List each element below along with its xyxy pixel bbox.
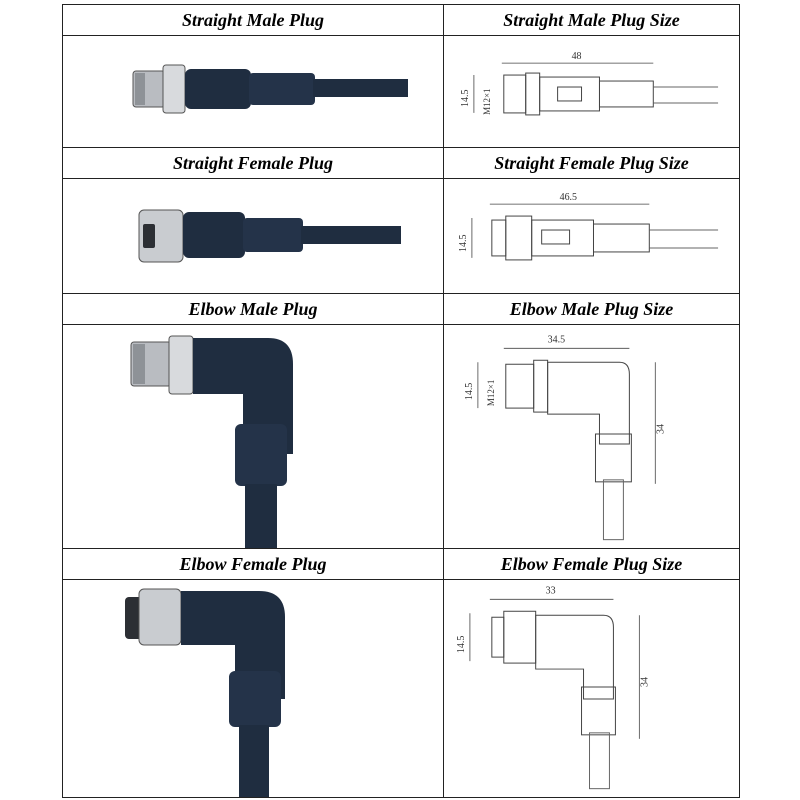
row-straight-female: Straight Female Plug Straight Female Plu… (63, 148, 739, 293)
drawing-straight-female: 46.5 14.5 (444, 178, 739, 293)
photo-straight-female (63, 178, 443, 293)
cell-straight-male-photo: Straight Male Plug (63, 5, 443, 147)
photo-elbow-male (63, 324, 443, 548)
dim-thread-straight-male: M12×1 (482, 88, 492, 114)
dim-height-elbow-female: 14.5 (456, 636, 467, 653)
drawing-elbow-male: 34.5 14.5 M12×1 34 (444, 324, 739, 548)
cell-straight-female-size: Straight Female Plug Size 46.5 14.5 (443, 148, 739, 293)
cell-elbow-female-size: Elbow Female Plug Size 33 14.5 34 (443, 549, 739, 797)
row-elbow-male: Elbow Male Plug Elbow Male Plug Size 34.… (63, 294, 739, 548)
divider (63, 293, 739, 294)
dim-drop-elbow-female: 34 (639, 677, 650, 687)
cell-elbow-female-photo: Elbow Female Plug (63, 549, 443, 797)
dim-length-straight-male: 48 (572, 51, 582, 62)
cell-straight-female-photo: Straight Female Plug (63, 148, 443, 293)
dim-drop-elbow-male: 34 (655, 424, 666, 434)
dim-height-straight-male: 14.5 (460, 90, 471, 107)
title-elbow-male: Elbow Male Plug (63, 294, 443, 325)
divider (63, 548, 739, 549)
photo-elbow-female (63, 579, 443, 797)
dim-height-straight-female: 14.5 (458, 235, 469, 252)
photo-straight-male (63, 35, 443, 147)
dim-width-elbow-female: 33 (546, 585, 556, 596)
drawing-elbow-female: 33 14.5 34 (444, 579, 739, 797)
row-straight-male: Straight Male Plug Straight Male Plug Si… (63, 5, 739, 147)
cell-straight-male-size: Straight Male Plug Size 48 14.5 M12×1 (443, 5, 739, 147)
title-straight-male: Straight Male Plug (63, 5, 443, 36)
title-elbow-male-size: Elbow Male Plug Size (444, 294, 739, 325)
title-straight-female-size: Straight Female Plug Size (444, 148, 739, 179)
dim-width-elbow-male: 34.5 (548, 334, 565, 345)
title-straight-female: Straight Female Plug (63, 148, 443, 179)
cell-elbow-male-size: Elbow Male Plug Size 34.5 14.5 M12×1 34 (443, 294, 739, 548)
dim-thread-elbow-male: M12×1 (486, 380, 496, 406)
cell-elbow-male-photo: Elbow Male Plug (63, 294, 443, 548)
divider (63, 147, 739, 148)
dim-length-straight-female: 46.5 (560, 192, 577, 203)
drawing-straight-male: 48 14.5 M12×1 (444, 35, 739, 147)
title-elbow-female-size: Elbow Female Plug Size (444, 549, 739, 580)
dim-height-elbow-male: 14.5 (464, 383, 475, 400)
spec-table: Straight Male Plug Straight Male Plug Si… (62, 4, 740, 798)
title-straight-male-size: Straight Male Plug Size (444, 5, 739, 36)
title-elbow-female: Elbow Female Plug (63, 549, 443, 580)
row-elbow-female: Elbow Female Plug Elbow Female Plug Size… (63, 549, 739, 797)
